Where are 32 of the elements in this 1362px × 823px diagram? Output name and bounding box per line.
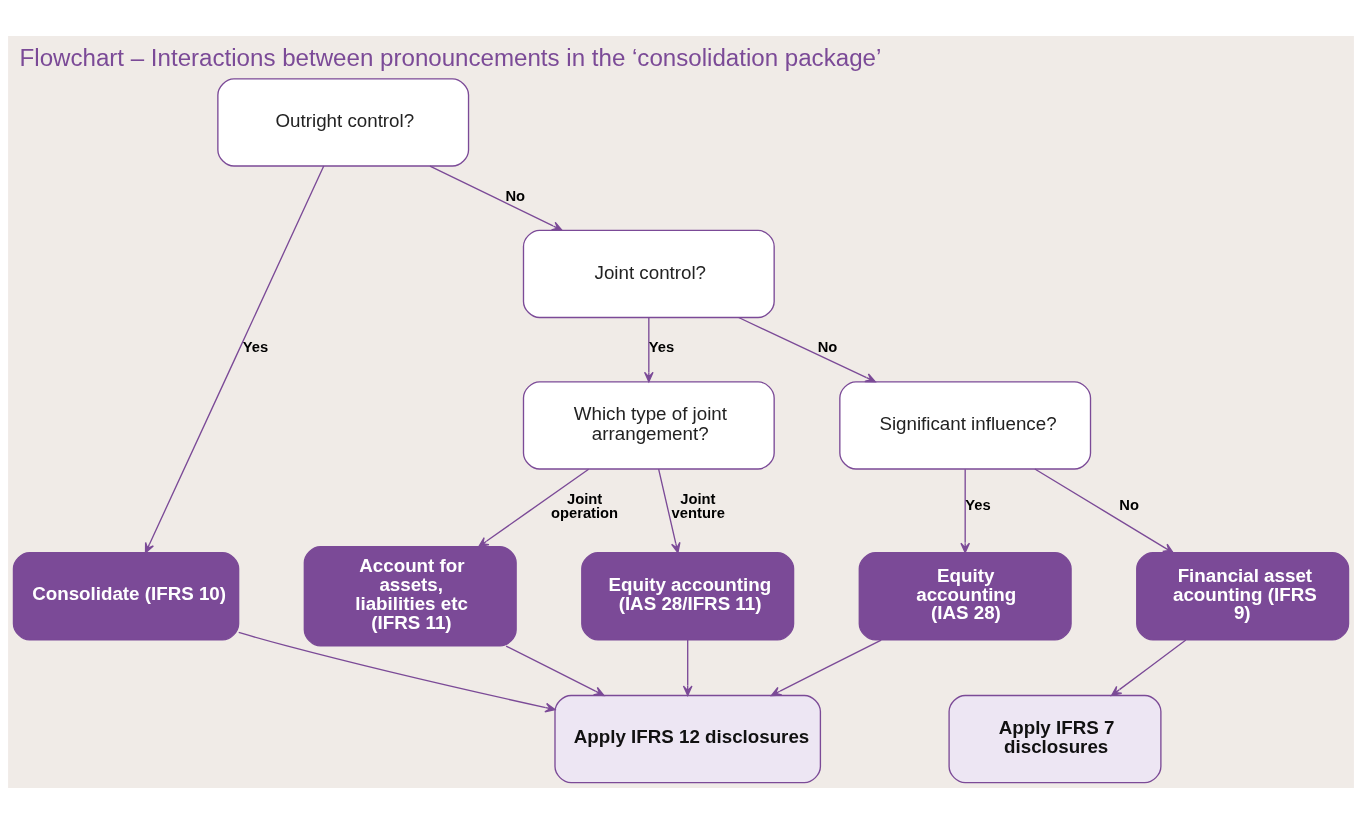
node-box: Which type of joint arrangement? (522, 380, 775, 470)
node-box: Consolidate (IFRS 10) (12, 551, 240, 641)
edge-label: Yes (648, 338, 675, 355)
edge-label: No (505, 187, 526, 204)
node-box: Apply IFRS 7 disclosures (948, 694, 1162, 783)
arrow (960, 468, 971, 553)
edge-label: No (1119, 496, 1139, 513)
arrow (682, 638, 693, 696)
arrow (429, 164, 563, 231)
diagram-title: Flowchart – Interactions between pronouncements in the ‘consolidation package’ (19, 43, 882, 71)
arrow (505, 644, 605, 696)
arrow (144, 164, 325, 553)
node-box: Joint control? (522, 229, 775, 318)
node-box: Financial asset acounting (IFRS 9) (1136, 551, 1350, 641)
arrow (1034, 467, 1174, 553)
node-box: Apply IFRS 12 disclosures (554, 694, 822, 783)
arrow (643, 316, 654, 382)
node-box: Outright control? (217, 77, 470, 167)
edge-label: Joint operation (550, 490, 619, 521)
arrow (238, 631, 556, 712)
arrow (737, 316, 876, 382)
arrow (657, 468, 681, 553)
edge-label: No (817, 338, 838, 355)
node-box: Equity accounting (IAS 28/IFRS 11) (581, 551, 795, 641)
node-box: Account for assets, liabilities etc (IFRS 11) (303, 545, 517, 647)
edge-label: Yes (242, 338, 269, 355)
node-box: Equity accounting (IAS 28) (858, 551, 1072, 641)
arrow (1110, 638, 1187, 696)
arrow (478, 468, 590, 547)
edge-label: Joint venture (671, 490, 725, 521)
node-box: Significant influence? (839, 380, 1092, 470)
arrow (770, 638, 882, 696)
